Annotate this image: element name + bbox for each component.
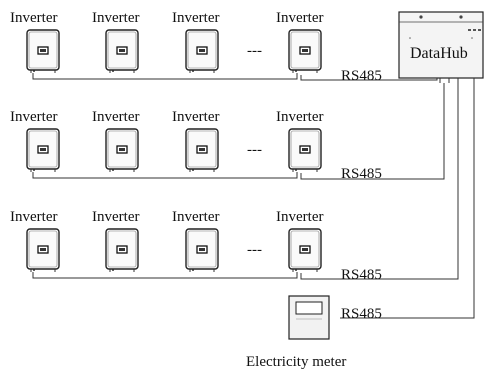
inverter-device [105,29,139,73]
row1-to-hub-line [300,75,438,81]
row-bus-line [32,272,298,279]
electricity-meter-label: Electricity meter [246,354,346,370]
inverter-label: Inverter [172,109,219,125]
inverter-label: Inverter [92,209,139,225]
inverter-device [105,128,139,172]
inverter-ellipsis: --- [247,142,262,158]
inverter-device [26,228,60,272]
row2-to-hub-line [300,83,445,180]
row-bus-line [32,172,298,179]
electricity-meter-device [288,295,330,340]
inverter-label: Inverter [276,209,323,225]
inverter-device [185,128,219,172]
inverter-device [26,29,60,73]
inverter-label: Inverter [172,209,219,225]
datahub-device: DataHub [398,11,484,83]
meter-to-hub-line [340,83,475,319]
datahub-label: DataHub [410,45,468,62]
inverter-label: Inverter [92,10,139,26]
row-bus-line [32,73,298,80]
row3-to-hub-line [300,83,459,280]
inverter-label: Inverter [276,10,323,26]
inverter-label: Inverter [10,109,57,125]
inverter-row-3: Inverter Inverter Inverter Inverter --- [10,209,323,279]
inverter-label: Inverter [172,10,219,26]
rs485-label-row2: RS485 [341,166,382,182]
inverter-device [288,128,322,172]
inverter-ellipsis: --- [247,242,262,258]
inverter-label: Inverter [276,109,323,125]
rs485-label-row3: RS485 [341,267,382,283]
rs485-label-row1: RS485 [341,68,382,84]
inverter-device [288,228,322,272]
inverter-device [185,29,219,73]
inverter-device [185,228,219,272]
inverter-device [288,29,322,73]
inverter-label: Inverter [92,109,139,125]
inverter-row-1: Inverter Inverter Inverter Inverter --- [10,10,323,80]
inverter-device [105,228,139,272]
connection-lines [300,75,475,319]
inverter-row-2: Inverter Inverter Inverter Inverter --- [10,109,323,179]
inverter-device [26,128,60,172]
inverter-label: Inverter [10,10,57,26]
rs485-label-meter: RS485 [341,306,382,322]
inverter-label: Inverter [10,209,57,225]
inverter-ellipsis: --- [247,43,262,59]
